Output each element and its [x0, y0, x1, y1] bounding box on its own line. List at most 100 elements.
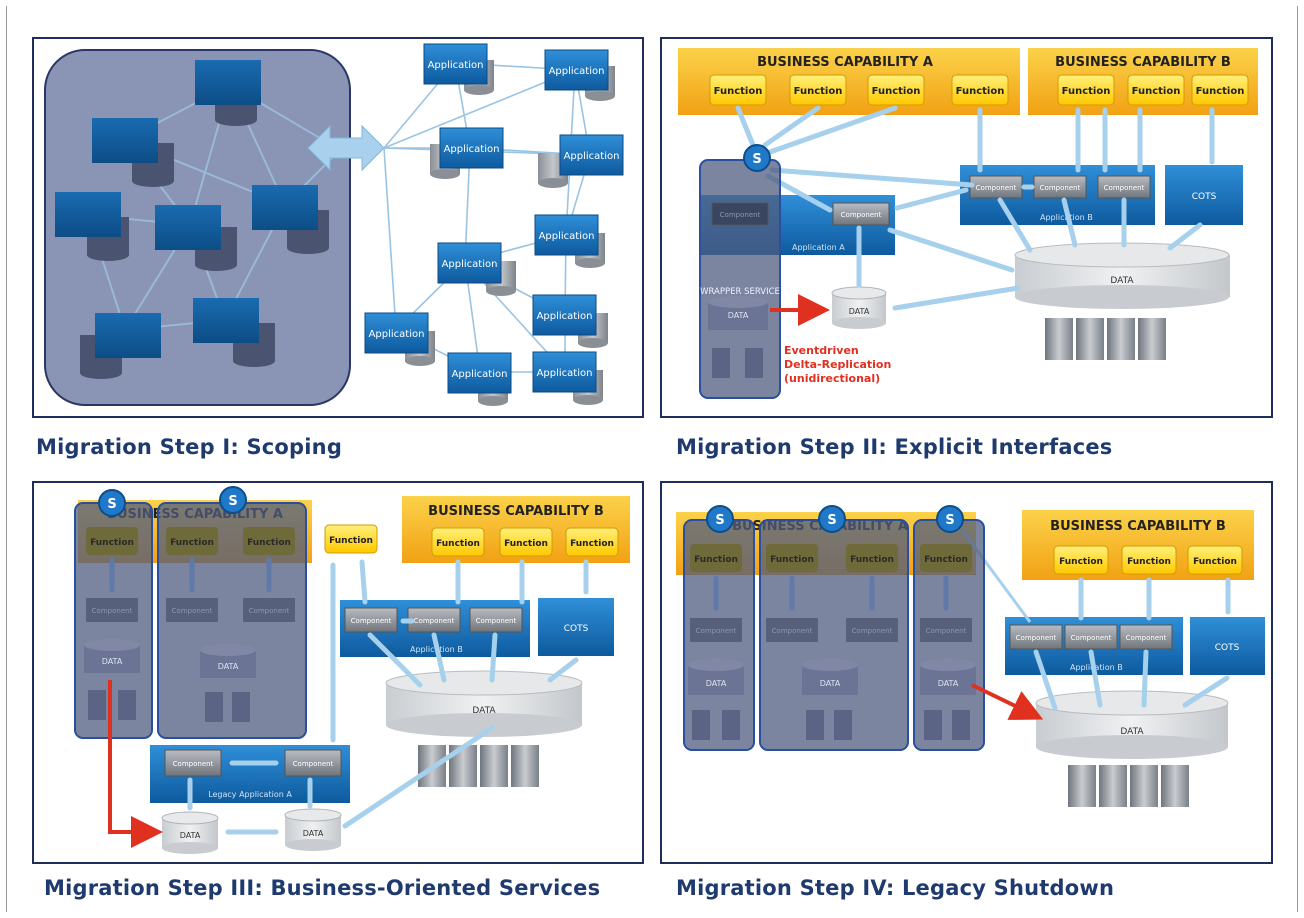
function-box: Function: [1121, 545, 1177, 575]
migration-arrow: [971, 683, 1044, 720]
service-s-icon[interactable]: [743, 144, 771, 172]
data-label: DATA: [849, 307, 870, 316]
function-box: Function: [324, 524, 378, 554]
cots-box: [1190, 617, 1265, 675]
service-contents-p4: Function Function Function Function Comp…: [688, 544, 976, 740]
component-label: Component: [1040, 184, 1081, 192]
function-label: Function: [1196, 86, 1245, 97]
function-label: Function: [794, 86, 843, 97]
function-box: Function: [431, 527, 485, 557]
caption-step-1: Migration Step I: Scoping: [36, 435, 343, 459]
capability-a-title: BUSINESS CAPABILITY A: [757, 55, 933, 70]
component-label: Component: [173, 760, 214, 768]
component-box: Component: [344, 607, 398, 633]
data-store-p4: DATA: [1035, 690, 1229, 759]
service-s-icon[interactable]: [706, 505, 734, 533]
interface-arrows-p2: [735, 105, 1215, 311]
function-box: Function: [1053, 545, 1109, 575]
service-s-icon[interactable]: [219, 486, 247, 514]
replication-arrow: [108, 680, 163, 848]
servers-p4: [1068, 765, 1189, 807]
component-label: Component: [772, 627, 813, 635]
application-label: Application: [444, 144, 500, 155]
data-label: DATA: [1120, 727, 1144, 737]
cots-box: [538, 598, 614, 656]
function-label: Function: [956, 86, 1005, 97]
data-store-p3: DATA: [385, 670, 583, 737]
component-label: Component: [976, 184, 1017, 192]
component-box: Component: [407, 607, 461, 633]
function-label: Function: [90, 538, 134, 548]
function-label: Function: [1062, 86, 1111, 97]
data-store-p2: DATA: [1014, 242, 1230, 309]
application-label: Application: [428, 60, 484, 71]
application-label: Application: [369, 329, 425, 340]
service-s-label: S: [228, 494, 237, 509]
component-label: Component: [1016, 634, 1057, 642]
component-label: Component: [414, 617, 455, 625]
component-label: Component: [1071, 634, 1112, 642]
applications: Application Application Application Appl…: [364, 43, 624, 406]
capability-b-title: BUSINESS CAPABILITY B: [1055, 55, 1231, 70]
functions-a: Function Function Function Function: [709, 74, 1009, 106]
functions-b: Function Function Function: [1057, 74, 1249, 106]
application-label: Application: [537, 368, 593, 379]
component-label: Component: [1104, 184, 1145, 192]
service-s-icon[interactable]: [936, 505, 964, 533]
replication-text-1: Eventdriven: [784, 344, 859, 357]
service-s-label: S: [945, 513, 954, 528]
application-label: Application: [452, 369, 508, 380]
data-label: DATA: [1110, 276, 1134, 286]
service-arrows-p3: [109, 557, 272, 593]
component-box: Component: [1119, 624, 1173, 650]
application-label: Application: [549, 66, 605, 77]
service-1-contents: Function Component DATA: [84, 527, 140, 720]
interface-arrows-p4: [1033, 577, 1231, 711]
function-label: Function: [329, 536, 373, 546]
application-label: Application: [564, 151, 620, 162]
service-2-contents: Function Function Component Component DA…: [166, 527, 295, 722]
service-s-icon[interactable]: [818, 505, 846, 533]
service-s-label: S: [827, 513, 836, 528]
component-label: Component: [249, 607, 290, 615]
function-label: Function: [570, 539, 614, 549]
components-p2: Component Component Component Component: [832, 175, 1151, 226]
caption-step-3: Migration Step III: Business-Oriented Se…: [44, 876, 601, 900]
component-label: Component: [1126, 634, 1167, 642]
data-label: DATA: [472, 706, 496, 716]
data-label: DATA: [728, 311, 749, 320]
cots-label: COTS: [1192, 192, 1217, 202]
function-box: Function: [1187, 545, 1243, 575]
service-s-label: S: [715, 513, 724, 528]
component-label: Component: [92, 607, 133, 615]
service-s-label: S: [752, 152, 761, 167]
component-label: Component: [476, 617, 517, 625]
function-label: Function: [1127, 557, 1171, 567]
replication-text-3: (unidirectional): [784, 372, 880, 385]
component-label: Component: [172, 607, 213, 615]
component-label: Component: [351, 617, 392, 625]
cots-label: COTS: [1215, 643, 1240, 653]
data-label: DATA: [218, 662, 239, 671]
function-label: Function: [504, 539, 548, 549]
caption-step-2: Migration Step II: Explicit Interfaces: [676, 435, 1113, 459]
cots-label: COTS: [564, 624, 589, 634]
component-label: Component: [841, 211, 882, 219]
service-arrows-p4: [713, 575, 949, 611]
function-label: Function: [1132, 86, 1181, 97]
function-label: Function: [170, 538, 214, 548]
caption-step-4: Migration Step IV: Legacy Shutdown: [676, 876, 1115, 900]
data-legacy-p3: DATA: [161, 811, 219, 854]
function-label: Function: [770, 555, 814, 565]
cots-box: [1165, 165, 1243, 225]
function-label: Function: [694, 555, 738, 565]
wrapper-service-label: WRAPPER SERVICE: [700, 287, 780, 297]
application-label: Application: [537, 311, 593, 322]
function-label: Function: [247, 538, 291, 548]
service-s-icon[interactable]: [98, 489, 126, 517]
data-label: DATA: [303, 829, 324, 838]
component-label: Component: [926, 627, 967, 635]
data-replica-p2: DATA: [831, 286, 887, 329]
function-label: Function: [1193, 557, 1237, 567]
